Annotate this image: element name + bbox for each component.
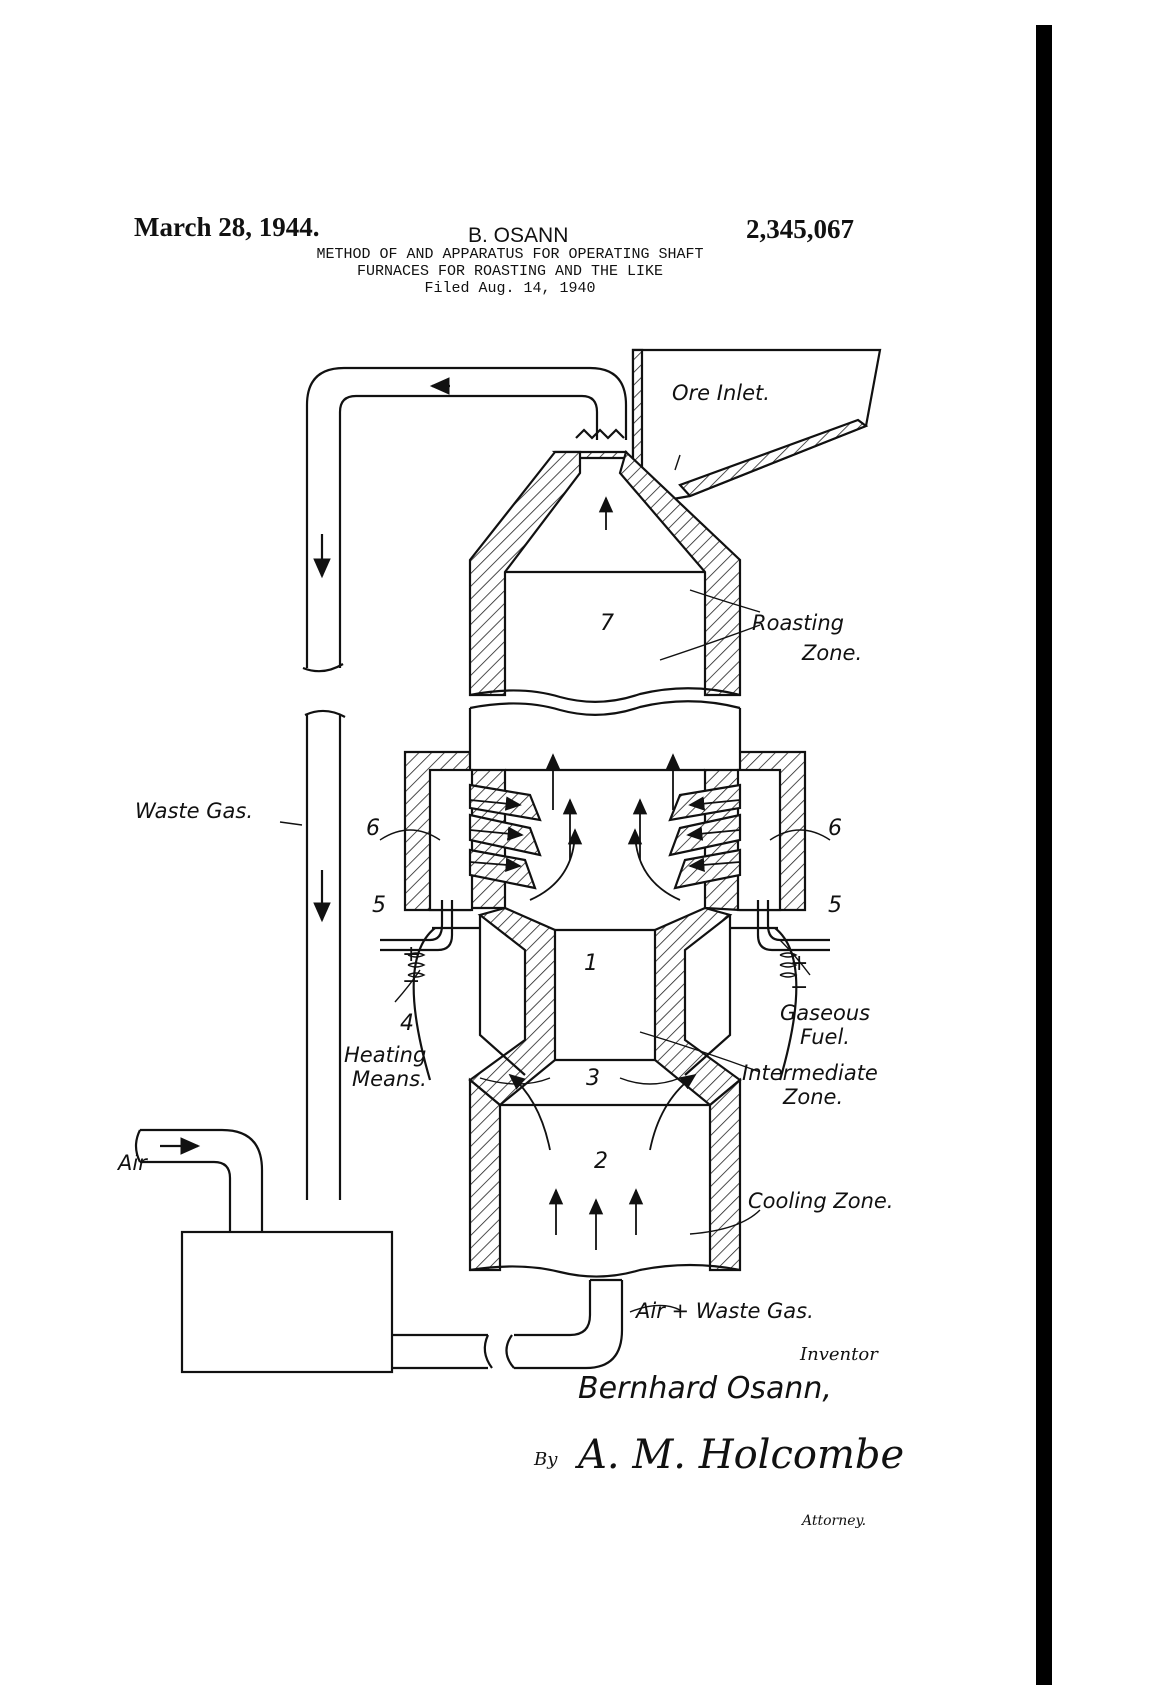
patent-date: March 28, 1944. bbox=[134, 212, 320, 242]
blower-box bbox=[180, 1230, 394, 1374]
scan-edge-bar bbox=[1036, 25, 1052, 1685]
ref-numeral-4: 4 bbox=[400, 1011, 414, 1036]
label-heating-means-line2: Means. bbox=[352, 1067, 427, 1091]
label-roasting-zone-line1: Roasting bbox=[752, 611, 844, 635]
label-air-waste-gas: Air + Waste Gas. bbox=[634, 1299, 814, 1323]
attorney-signature: A. M. Holcombe bbox=[574, 1432, 904, 1478]
patent-number: 2,345,067 bbox=[746, 214, 854, 244]
furnace-intermediate-section bbox=[412, 906, 798, 1107]
flow-arrows bbox=[469, 496, 741, 1250]
gaseous-fuel-inlets bbox=[380, 900, 830, 952]
inventor-name-header: B. OSANN bbox=[468, 224, 569, 247]
label-heating-means-line1: Heating bbox=[344, 1043, 426, 1067]
label-plus-left: + bbox=[402, 942, 420, 967]
title-line-2: FURNACES FOR ROASTING AND THE LIKE bbox=[356, 263, 664, 280]
ref-numeral-6-right: 6 bbox=[828, 816, 842, 841]
air-inlet-pipe bbox=[134, 1128, 264, 1232]
label-air: Air bbox=[116, 1151, 148, 1175]
title-line-1: METHOD OF AND APPARATUS FOR OPERATING SH… bbox=[316, 246, 704, 263]
furnace-upper-shaft bbox=[468, 428, 742, 716]
air-waste-gas-pipe bbox=[392, 1278, 624, 1370]
ref-numeral-5-right: 5 bbox=[828, 893, 842, 918]
label-intermediate-zone-line1: Intermediate bbox=[742, 1061, 878, 1085]
label-plus-right: + bbox=[790, 951, 808, 976]
ref-numeral-6-left: 6 bbox=[366, 816, 380, 841]
label-roasting-zone-line2: Zone. bbox=[801, 641, 862, 665]
inventor-caption: Inventor bbox=[799, 1344, 879, 1365]
ref-numeral-5-left: 5 bbox=[372, 893, 386, 918]
attorney-caption: Attorney. bbox=[800, 1513, 866, 1529]
label-gaseous-fuel-line1: Gaseous bbox=[780, 1001, 870, 1025]
heating-coil bbox=[407, 952, 798, 978]
label-gaseous-fuel-line2: Fuel. bbox=[800, 1025, 850, 1049]
ref-numeral-2: 2 bbox=[594, 1149, 608, 1174]
waste-gas-pipe bbox=[302, 366, 628, 1200]
ref-numeral-7: 7 bbox=[600, 611, 614, 636]
label-minus-right: − bbox=[790, 975, 808, 1000]
filed-date: Filed Aug. 14, 1940 bbox=[424, 280, 596, 297]
label-waste-gas: Waste Gas. bbox=[135, 799, 253, 823]
furnace-burner-section bbox=[403, 708, 807, 912]
label-minus-left: − bbox=[402, 969, 420, 994]
label-ore-inlet: Ore Inlet. bbox=[672, 381, 770, 405]
furnace-cooling-section bbox=[468, 1077, 742, 1278]
label-cooling-zone: Cooling Zone. bbox=[748, 1189, 893, 1213]
ore-inlet-hopper bbox=[631, 348, 882, 504]
ref-numeral-1: 1 bbox=[584, 951, 598, 976]
label-intermediate-zone-line2: Zone. bbox=[782, 1085, 843, 1109]
by-caption: By bbox=[533, 1449, 558, 1470]
inventor-signature: Bernhard Osann, bbox=[578, 1371, 832, 1406]
ref-numeral-3: 3 bbox=[586, 1066, 600, 1091]
